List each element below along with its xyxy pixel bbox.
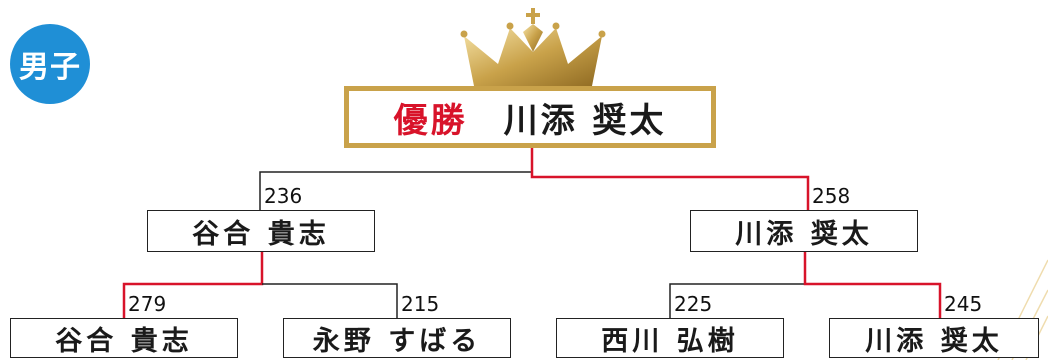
bracket-line-r1-right-loser: [669, 283, 805, 318]
score-r1-3: 225: [674, 292, 713, 316]
bracket-line-semi-left: [259, 171, 532, 210]
bracket-line-r1-right-winner: [803, 252, 942, 318]
semifinal-player-right: 川添 奨太: [690, 210, 918, 252]
score-r1-2: 215: [401, 292, 440, 316]
first-round-player-3: 西川 弘樹: [556, 318, 784, 358]
first-round-player-1: 谷合 貴志: [10, 318, 238, 358]
bracket-line-semi-right-winner: [530, 148, 810, 210]
score-r1-1: 279: [128, 292, 167, 316]
semifinal-player-left: 谷合 貴志: [147, 210, 375, 252]
bracket-line-r1-left-loser: [262, 283, 398, 318]
score-semi-left: 236: [264, 184, 303, 208]
bracket-line-r1-left-winner: [122, 252, 264, 318]
champion-title: 優勝: [393, 100, 468, 141]
category-badge: 男子: [10, 24, 90, 104]
crown-icon: [460, 8, 606, 86]
score-semi-right: 258: [812, 184, 851, 208]
first-round-player-2: 永野 すばる: [283, 318, 511, 358]
champion-name: 川添 奨太: [503, 100, 667, 141]
champion-box: 優勝 川添 奨太: [344, 86, 716, 148]
first-round-player-4: 川添 奨太: [829, 318, 1039, 358]
score-r1-4: 245: [944, 292, 983, 316]
